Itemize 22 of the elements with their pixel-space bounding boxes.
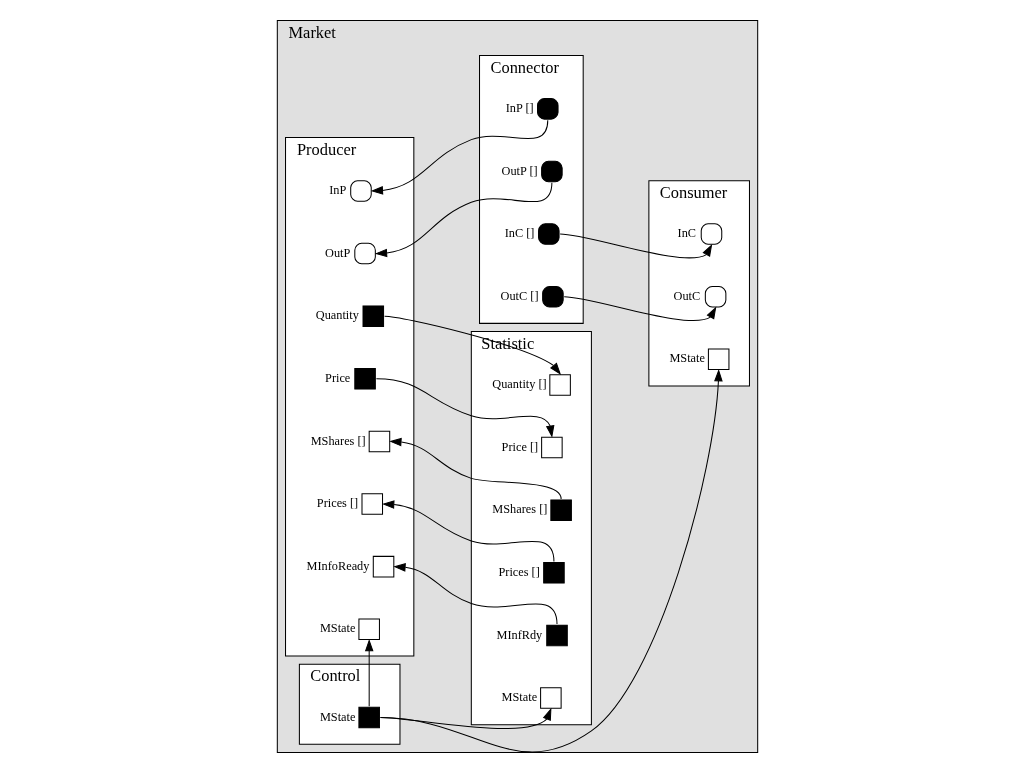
node-label: Quantity [] — [492, 377, 547, 392]
node-label: Price [] — [501, 439, 539, 454]
node-label: Prices [] — [498, 564, 540, 579]
node-label: MShares [] — [492, 502, 548, 517]
node-label: Prices [] — [316, 496, 359, 511]
node-label: OutP [] — [501, 163, 538, 178]
node-label: InC [] — [504, 226, 535, 241]
node-label: Price — [325, 370, 351, 385]
node-label: OutC [] — [500, 288, 539, 303]
node-label: OutC — [673, 288, 701, 303]
node-label: MInfRdy — [496, 627, 543, 642]
node-label: InC — [677, 226, 697, 241]
node-label: MState — [669, 351, 705, 366]
node-label: MShares [] — [310, 433, 366, 448]
node-label: MInfoReady — [306, 558, 370, 573]
node-label: MState — [319, 709, 356, 724]
node-label: InP [] — [505, 101, 534, 116]
node-label: InP — [329, 183, 347, 198]
node-label: MState — [501, 690, 538, 705]
node-label: MState — [319, 621, 356, 636]
node-label: OutP — [325, 245, 351, 260]
node-label: Quantity — [315, 308, 359, 323]
